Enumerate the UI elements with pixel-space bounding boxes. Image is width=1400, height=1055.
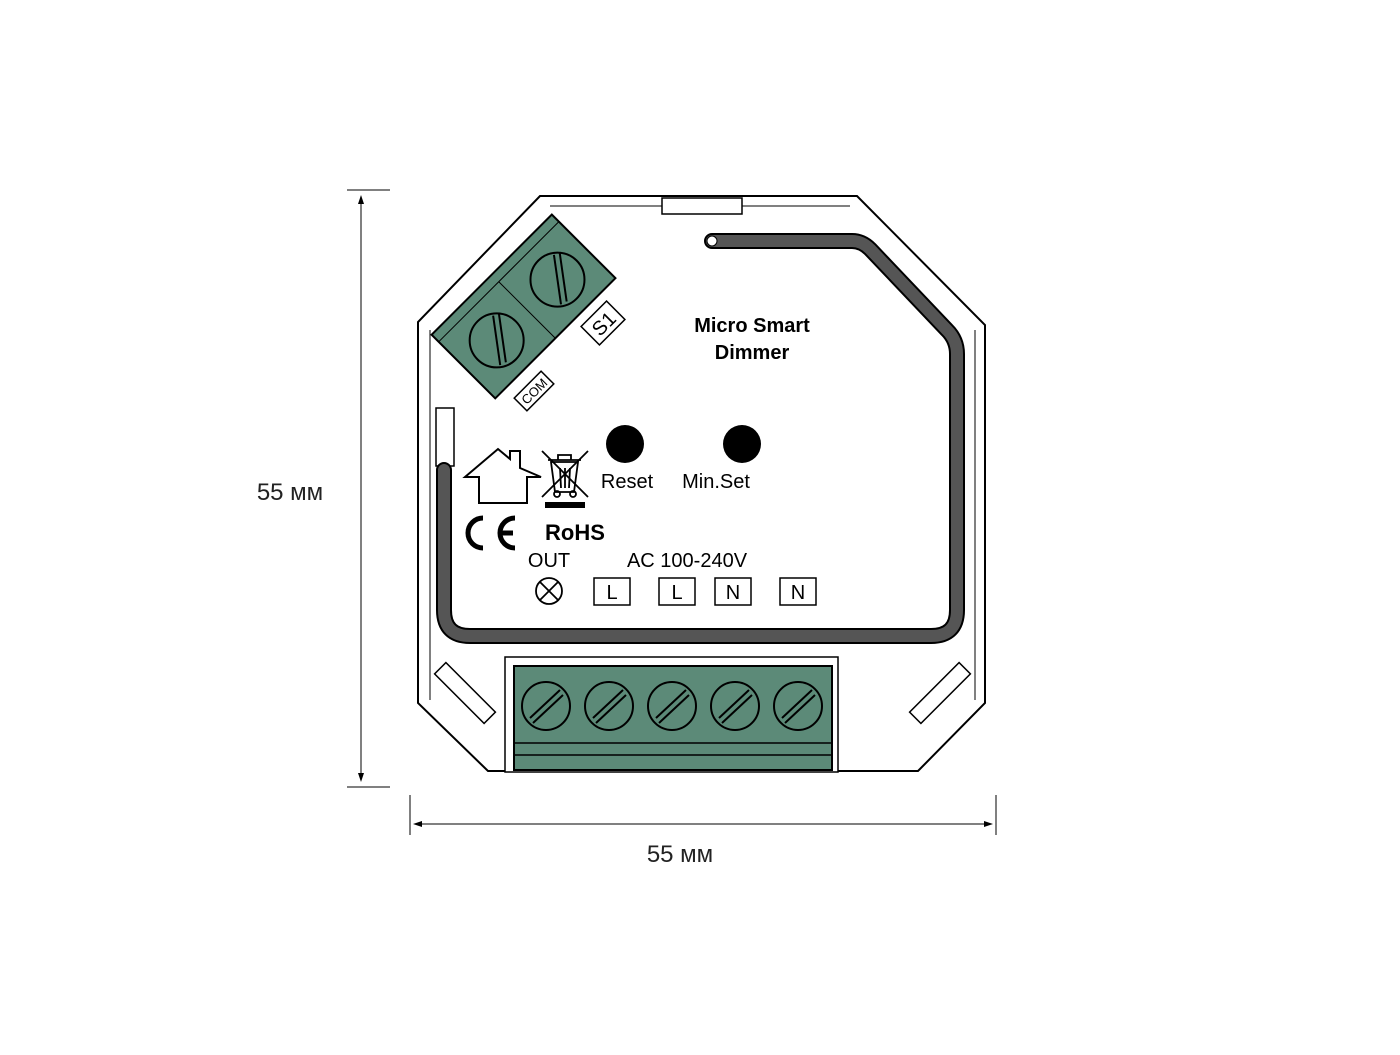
screw-5-icon — [773, 681, 823, 731]
clip-bottom-left — [433, 661, 497, 725]
screw-1-icon — [521, 681, 571, 731]
bottom-terminal-block — [504, 656, 839, 773]
antenna-channel — [436, 233, 965, 644]
channel-end — [706, 235, 718, 247]
terminal-label-N1: N — [714, 577, 752, 606]
terminal-label-L1: L — [593, 577, 631, 606]
top-terminal-divider — [498, 281, 556, 339]
terminal-text-L1: L — [606, 582, 617, 604]
housing-outline — [417, 195, 986, 772]
lamp-icon — [535, 577, 563, 605]
terminal-text-N1: N — [726, 582, 740, 604]
reset-button[interactable] — [606, 425, 644, 463]
clip-bottom-right — [908, 661, 972, 725]
arrow-right-icon — [984, 821, 993, 827]
input-voltage-label: AC 100-240V — [627, 550, 748, 572]
screw-com-icon — [468, 312, 525, 369]
device-title-line2: Dimmer — [715, 342, 790, 364]
top-notch — [661, 197, 743, 215]
screw-2-icon — [584, 681, 634, 731]
device-housing — [417, 195, 986, 772]
terminal-label-N2: N — [779, 577, 817, 606]
arrow-left-icon — [413, 821, 422, 827]
terminal-text-L2: L — [671, 582, 682, 604]
device-title-line1: Micro Smart — [694, 315, 810, 337]
min-set-label: Min.Set — [682, 471, 750, 493]
out-label: OUT — [528, 550, 570, 572]
min-set-button[interactable] — [723, 425, 761, 463]
ce-mark-icon — [465, 515, 516, 551]
terminal-text-N2: N — [791, 582, 805, 604]
left-slot — [435, 407, 455, 467]
arrow-down-icon — [358, 773, 364, 782]
reset-label: Reset — [601, 471, 654, 493]
width-label: 55 мм — [647, 841, 713, 868]
rohs-mark: RoHS — [545, 520, 605, 545]
screw-4-icon — [710, 681, 760, 731]
height-dimension — [347, 189, 390, 788]
house-icon — [462, 447, 542, 504]
terminal-label-L2: L — [658, 577, 696, 606]
arrow-up-icon — [358, 195, 364, 204]
screw-3-icon — [647, 681, 697, 731]
screw-s1-icon — [529, 251, 586, 308]
top-terminal-block — [430, 213, 617, 400]
channel-fill — [438, 235, 963, 642]
height-label: 55 мм — [257, 479, 323, 506]
width-dimension — [409, 795, 997, 835]
weee-bin-icon — [541, 450, 589, 508]
